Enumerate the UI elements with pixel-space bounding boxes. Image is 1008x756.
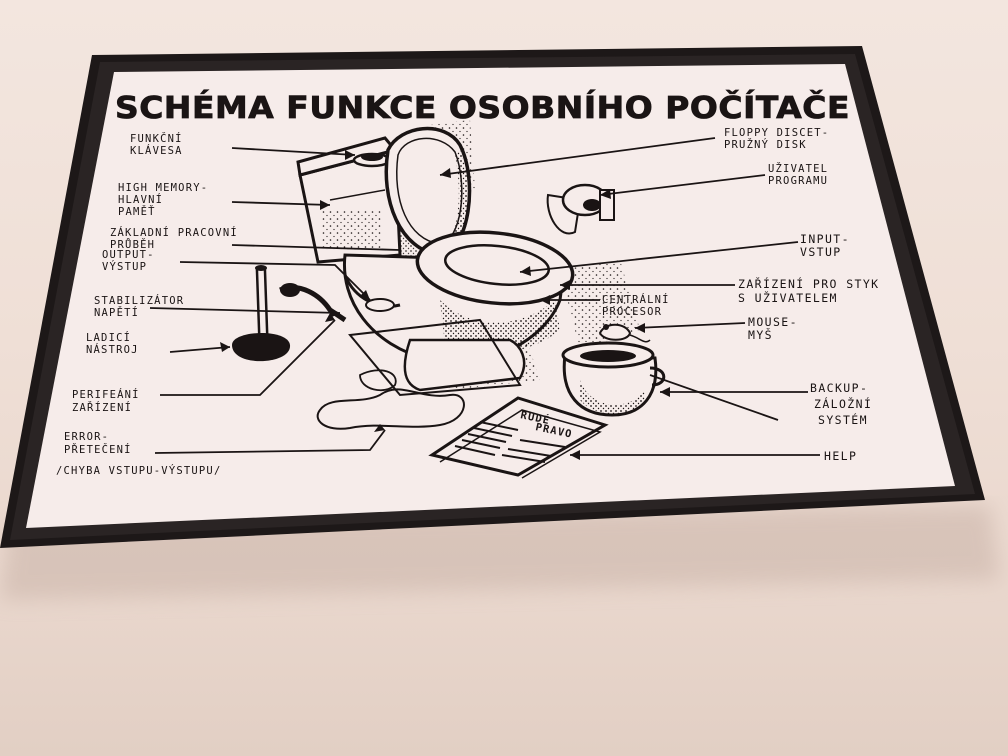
label-zaklad-2: PRŮBĚH bbox=[110, 238, 155, 251]
label-backup-3: SYSTÉM bbox=[818, 412, 868, 427]
label-uziv-2: PROGRAMU bbox=[768, 175, 828, 187]
label-mouse-1: MOUSE- bbox=[748, 315, 798, 329]
label-backup-1: BACKUP- bbox=[810, 381, 868, 395]
label-error-3: /CHYBA VSTUPU-VÝSTUPU/ bbox=[56, 464, 221, 477]
label-stab-1: STABILIZÁTOR bbox=[94, 294, 184, 307]
label-cpu-2: PROCESOR bbox=[602, 306, 662, 318]
label-uziv-1: UŽIVATEL bbox=[768, 162, 828, 175]
label-input-1: INPUT- bbox=[800, 232, 850, 246]
labels-right: FLOPPY DISCET- PRUŽNÝ DISK UŽIVATEL PROG… bbox=[602, 127, 880, 463]
label-floppy-1: FLOPPY DISCET- bbox=[724, 127, 829, 139]
toilet-illustration: RUDÉ PRAVO bbox=[232, 120, 666, 479]
label-cpu-1: CENTRÁLNÍ bbox=[602, 293, 670, 306]
label-high-1: HIGH MEMORY- bbox=[118, 182, 208, 194]
label-help: HELP bbox=[824, 449, 857, 463]
label-output-2: VÝSTUP bbox=[102, 260, 147, 273]
leader-arrowheads bbox=[220, 150, 670, 460]
newspaper-masthead-1: RUDÉ bbox=[519, 408, 551, 427]
label-floppy-2: PRUŽNÝ DISK bbox=[724, 138, 807, 151]
label-perif-1: PERIFEÁNÍ bbox=[72, 388, 140, 401]
leader-lines bbox=[149, 137, 820, 456]
labels-left: FUNKČNÍ KLÁVESA HIGH MEMORY- HLAVNÍ PAMĚ… bbox=[56, 132, 238, 477]
label-output-1: OUTPUT- bbox=[102, 249, 155, 261]
label-funkcni-2: KLÁVESA bbox=[130, 144, 183, 157]
label-ladici-1: LADICÍ bbox=[86, 331, 131, 344]
label-styk-1: ZAŘÍZENÍ PRO STYK bbox=[738, 276, 880, 291]
label-zaklad-1: ZÁKLADNÍ PRACOVNÍ bbox=[110, 226, 238, 239]
label-error-1: ERROR- bbox=[64, 431, 109, 443]
label-funkcni-1: FUNKČNÍ bbox=[130, 132, 183, 145]
poster-title: SCHÉMA FUNKCE OSOBNÍHO POČÍTAČE bbox=[115, 89, 850, 126]
label-high-3: PAMĚŤ bbox=[118, 205, 156, 218]
label-backup-2: ZÁLOŽNÍ bbox=[814, 396, 872, 411]
label-mouse-2: MYŠ bbox=[748, 327, 773, 342]
label-styk-2: S UŽIVATELEM bbox=[738, 290, 838, 305]
label-perif-2: ZAŘÍZENÍ bbox=[72, 401, 132, 414]
label-error-2: PŘETEČENÍ bbox=[64, 443, 132, 456]
label-ladici-2: NÁSTROJ bbox=[86, 343, 139, 356]
label-stab-2: NAPĚTÍ bbox=[94, 306, 139, 319]
label-high-2: HLAVNÍ bbox=[118, 193, 163, 206]
label-input-2: VSTUP bbox=[800, 245, 842, 259]
